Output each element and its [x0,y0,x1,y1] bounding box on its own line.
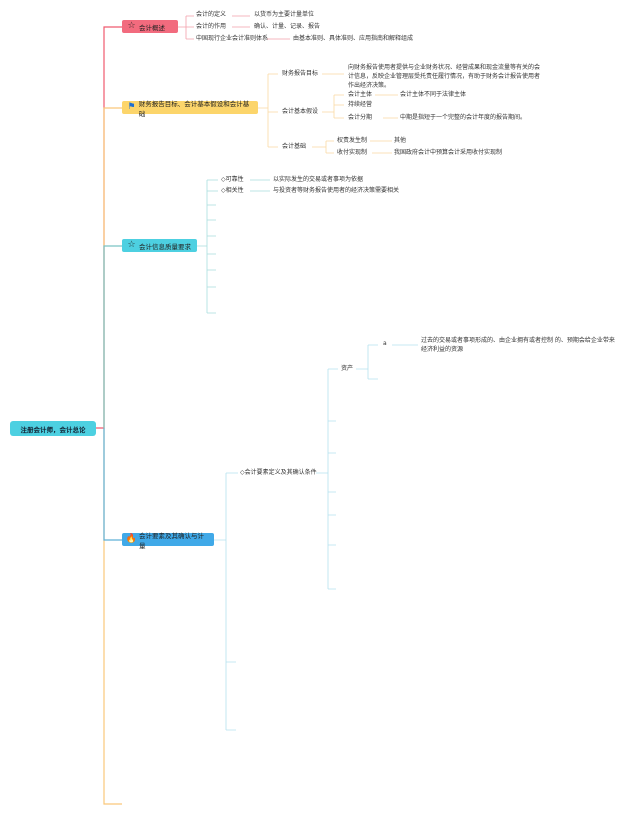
branch-orange-tail [103,428,122,805]
topic-accounting-overview[interactable]: ☆ 会计概述 [122,20,178,33]
node-accounting-role[interactable]: 会计的作用 [196,23,227,30]
branch-teal [103,245,122,428]
node-reporting-objective[interactable]: 财务报告目标 [282,70,319,77]
node-accrual-detail: 其他 [394,137,407,144]
node-reliability-detail: 以实际发生的交易或者事项为依据 [273,176,364,183]
root-node[interactable]: 注册会计师，会计总论 [10,421,96,436]
node-assets[interactable]: 资产 [341,365,354,372]
branch-red [96,26,122,429]
node-accounting-period[interactable]: 会计分期 [348,114,373,121]
topic-label: 会计概述 [139,23,165,32]
node-standards-system[interactable]: 中国现行企业会计准则体系 [196,35,269,42]
t4-links [214,344,418,731]
node-cash-detail: 我国政府会计中预算会计采用收付实现制 [394,149,503,156]
node-basic-assumptions[interactable]: 会计基本假设 [282,108,319,115]
topic-label: 会计信息质量要求 [139,242,191,251]
node-standards-detail: 由基本准则、具体准则、应用指南和解释组成 [293,35,414,42]
branch-orange [103,107,122,428]
star-icon: ☆ [127,240,136,250]
branch-blue [103,428,122,541]
flag-icon: ⚑ [127,102,136,112]
node-element-definitions[interactable]: ◇会计要素定义及其确认条件 [240,469,317,476]
t1-links [178,15,290,40]
topic-label: 会计要素及其确认与计量 [139,531,204,550]
topic-financial-reporting[interactable]: ⚑ 财务报告目标、会计基本假设和会计基础 [122,100,258,118]
node-reliability[interactable]: ◇可靠性 [221,176,244,183]
node-accounting-definition[interactable]: 会计的定义 [196,11,227,18]
topic-information-quality[interactable]: ☆ 会计信息质量要求 [122,239,197,252]
node-objective-detail: 向财务报告使用者提供与企业财务状况、经营成果和现金流量等有关的会计信息，反映企业… [348,64,541,89]
node-asset-marker[interactable]: a [383,340,387,347]
t2-links [258,73,398,154]
node-relevance-detail: 与投资者等财务报告使用者的经济决策需要相关 [273,187,400,194]
node-asset-definition: 过去的交易或者事项形成的、由企业拥有或者控制 的、预期会给企业带来经济利益的资源 [421,337,615,353]
node-relevance[interactable]: ◇相关性 [221,187,244,194]
node-cash-basis[interactable]: 收付实现制 [337,149,368,156]
node-period-detail: 中期是指短于一个完整的会计年度的报告期间。 [400,114,527,121]
topic-label: 财务报告目标、会计基本假设和会计基础 [138,99,250,118]
node-accounting-basis[interactable]: 会计基础 [282,143,307,150]
node-accrual-basis[interactable]: 权责发生制 [337,137,368,144]
star-icon: ☆ [127,21,136,31]
t3-links [197,179,270,314]
node-entity-detail: 会计主体不同于法律主体 [400,91,467,98]
node-going-concern[interactable]: 持续经营 [348,101,373,108]
node-role-detail: 确认、计量、记录、报告 [254,23,321,30]
node-accounting-entity[interactable]: 会计主体 [348,91,373,98]
topic-accounting-elements[interactable]: 🔥 会计要素及其确认与计量 [122,532,214,550]
fire-icon: 🔥 [125,534,138,544]
node-definition-detail: 以货币为主要计量单位 [254,11,315,18]
